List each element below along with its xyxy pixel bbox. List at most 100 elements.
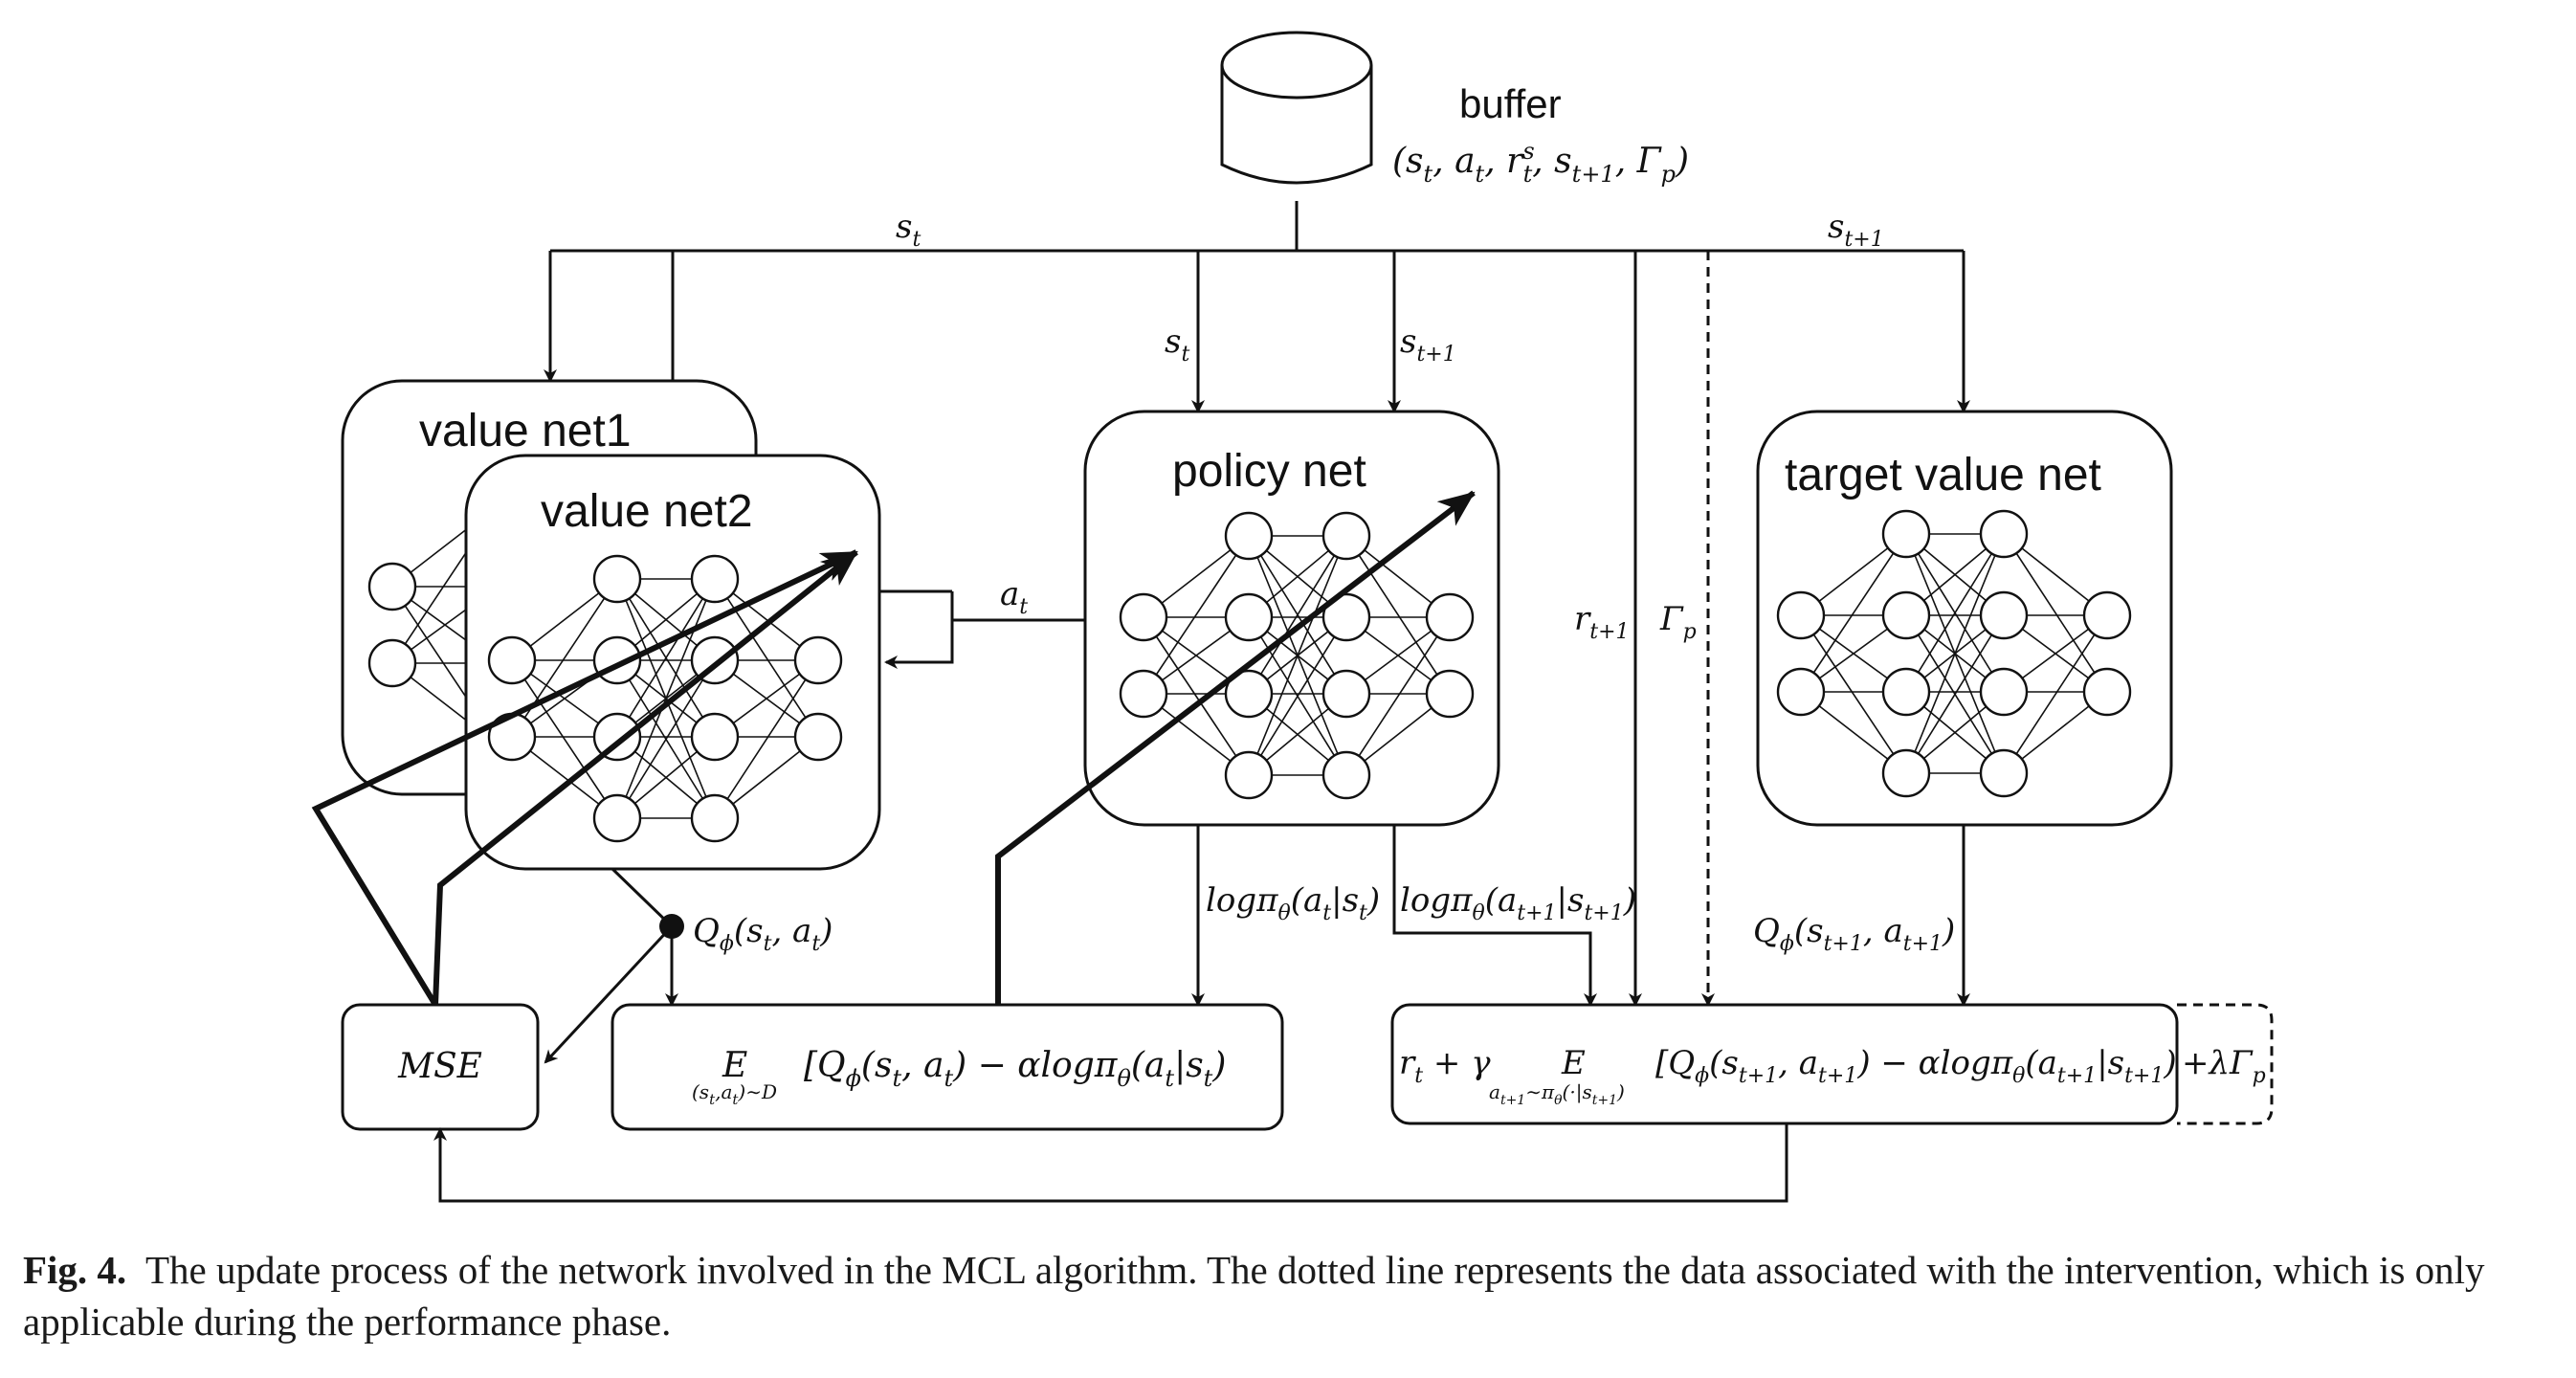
policy-net-network	[1119, 511, 1475, 800]
figure-caption: Fig. 4. The update process of the networ…	[23, 1244, 2559, 1347]
nn-node	[367, 638, 417, 688]
loss-left-formula: E (st,at)∼D [Qϕ(st, at) − αlogπθ(at|st)	[692, 1046, 1226, 1108]
buffer-label: buffer	[1459, 81, 1562, 126]
gradient-arrow-policy-net	[995, 490, 1476, 1005]
nn-node	[592, 712, 642, 762]
nn-node	[1979, 590, 2029, 640]
nn-node	[1321, 592, 1371, 642]
value-net2-title: value net2	[541, 486, 753, 537]
nn-node	[1119, 669, 1168, 719]
value-net2-network	[487, 554, 843, 843]
nn-edge	[1800, 533, 1907, 693]
target-value-net-title: target value net	[1785, 450, 2101, 500]
nn-node	[690, 712, 740, 762]
nn-edge	[511, 578, 618, 738]
caption-text: The update process of the network involv…	[23, 1248, 2485, 1344]
nn-node	[1979, 509, 2029, 559]
nn-node	[1881, 667, 1931, 717]
nn-edge	[1248, 535, 1347, 695]
nn-node	[1881, 748, 1931, 798]
edge-label-st1-top: st+1	[1828, 208, 1884, 252]
nn-node	[1321, 669, 1371, 719]
edge-label-q-right: Qϕ(st+1, at+1)	[1753, 912, 1955, 956]
edge-label-st-top: st	[896, 208, 921, 252]
target-value-net-box	[1756, 410, 2173, 827]
nn-edge	[1345, 616, 1451, 776]
svg-text:E: E	[722, 1046, 747, 1085]
nn-node	[592, 793, 642, 843]
nn-node	[1224, 511, 1274, 561]
caption-label: Fig. 4.	[23, 1248, 127, 1292]
action-feedback-line	[879, 589, 1085, 669]
loss-left-box	[611, 1003, 1284, 1131]
edge-label-logpi-b: logπθ(at+1|st+1)	[1400, 881, 1636, 925]
nn-node	[1881, 590, 1931, 640]
mse-label: MSE	[397, 1047, 482, 1086]
svg-text:+λΓp: +λΓp	[2182, 1044, 2266, 1088]
svg-text:at+1∼πθ(·|st+1): at+1∼πθ(·|st+1)	[1489, 1080, 1625, 1108]
nn-edge	[1905, 533, 2005, 693]
value-net2-box	[464, 454, 881, 871]
target-value-net-network	[1776, 509, 2132, 798]
edge-label-st1-policy: st+1	[1400, 322, 1456, 367]
nn-node	[1321, 750, 1371, 800]
policy-output-lines	[1191, 825, 1970, 1007]
nn-node	[1776, 590, 1826, 640]
nn-node	[1425, 592, 1475, 642]
nn-node	[1881, 509, 1931, 559]
nn-edge	[1905, 533, 2005, 774]
nn-edge	[714, 578, 819, 738]
nn-edge	[1248, 535, 1347, 776]
nn-node	[2082, 667, 2132, 717]
gradient-arrow-value-net1	[311, 549, 858, 1007]
nn-edge	[2003, 533, 2108, 693]
edge-label-at: at	[1000, 575, 1028, 619]
edge-label-q-left: Qϕ(st, at)	[693, 912, 833, 956]
edge-label-r: rt+1	[1574, 600, 1630, 644]
nn-edge	[2003, 614, 2108, 774]
nn-node	[793, 635, 843, 685]
buffer-database-icon	[1220, 31, 1373, 185]
nn-node	[690, 793, 740, 843]
nn-edge	[714, 659, 819, 819]
edge-label-st-policy: st	[1165, 322, 1189, 367]
loss-right-formula: rt + γ E at+1∼πθ(·|st+1) [Qϕ(st+1, at+1)…	[1399, 1044, 2266, 1108]
svg-text:(st,at)∼D: (st,at)∼D	[692, 1080, 777, 1108]
edge-label-gamma: Γp	[1659, 600, 1697, 644]
gradient-arrows	[311, 490, 1476, 1007]
nn-node	[1979, 667, 2029, 717]
nn-node	[1224, 750, 1274, 800]
nn-node	[1321, 511, 1371, 561]
q-junction-dot	[659, 914, 684, 939]
svg-text:rt + γ: rt + γ	[1399, 1044, 1491, 1088]
distribution-lines	[544, 201, 1970, 1007]
loss-right-box	[1390, 1003, 2179, 1125]
value-net1-title: value net1	[419, 406, 632, 456]
nn-node	[1224, 592, 1274, 642]
nn-node	[367, 562, 417, 611]
nn-node	[2082, 590, 2132, 640]
nn-node	[592, 554, 642, 604]
edge-label-logpi-a: logπθ(at|st)	[1206, 881, 1380, 925]
nn-edge	[1905, 614, 2005, 774]
svg-text:[Qϕ(st, at) − αlogπθ(at|st): [Qϕ(st, at) − αlogπθ(at|st)	[804, 1046, 1226, 1092]
nn-edge	[1143, 616, 1250, 776]
target-return-line	[433, 1123, 1788, 1203]
nn-edge	[616, 578, 716, 738]
nn-node	[1979, 748, 2029, 798]
svg-text:[Qϕ(st+1, at+1) − αlogπθ(at+1|: [Qϕ(st+1, at+1) − αlogπθ(at+1|st+1)	[1655, 1044, 2177, 1088]
nn-edge	[1248, 616, 1347, 776]
nn-node	[1224, 669, 1274, 719]
nn-edge	[511, 659, 618, 819]
policy-net-title: policy net	[1172, 446, 1366, 497]
nn-node	[487, 635, 537, 685]
svg-text:E: E	[1561, 1044, 1586, 1082]
gradient-arrow-value-net2	[433, 549, 858, 1006]
nn-edge	[1345, 535, 1451, 695]
nn-node	[690, 554, 740, 604]
policy-net-box	[1083, 410, 1500, 827]
nn-node	[793, 712, 843, 762]
intervention-dashed-box	[2177, 1003, 2274, 1125]
